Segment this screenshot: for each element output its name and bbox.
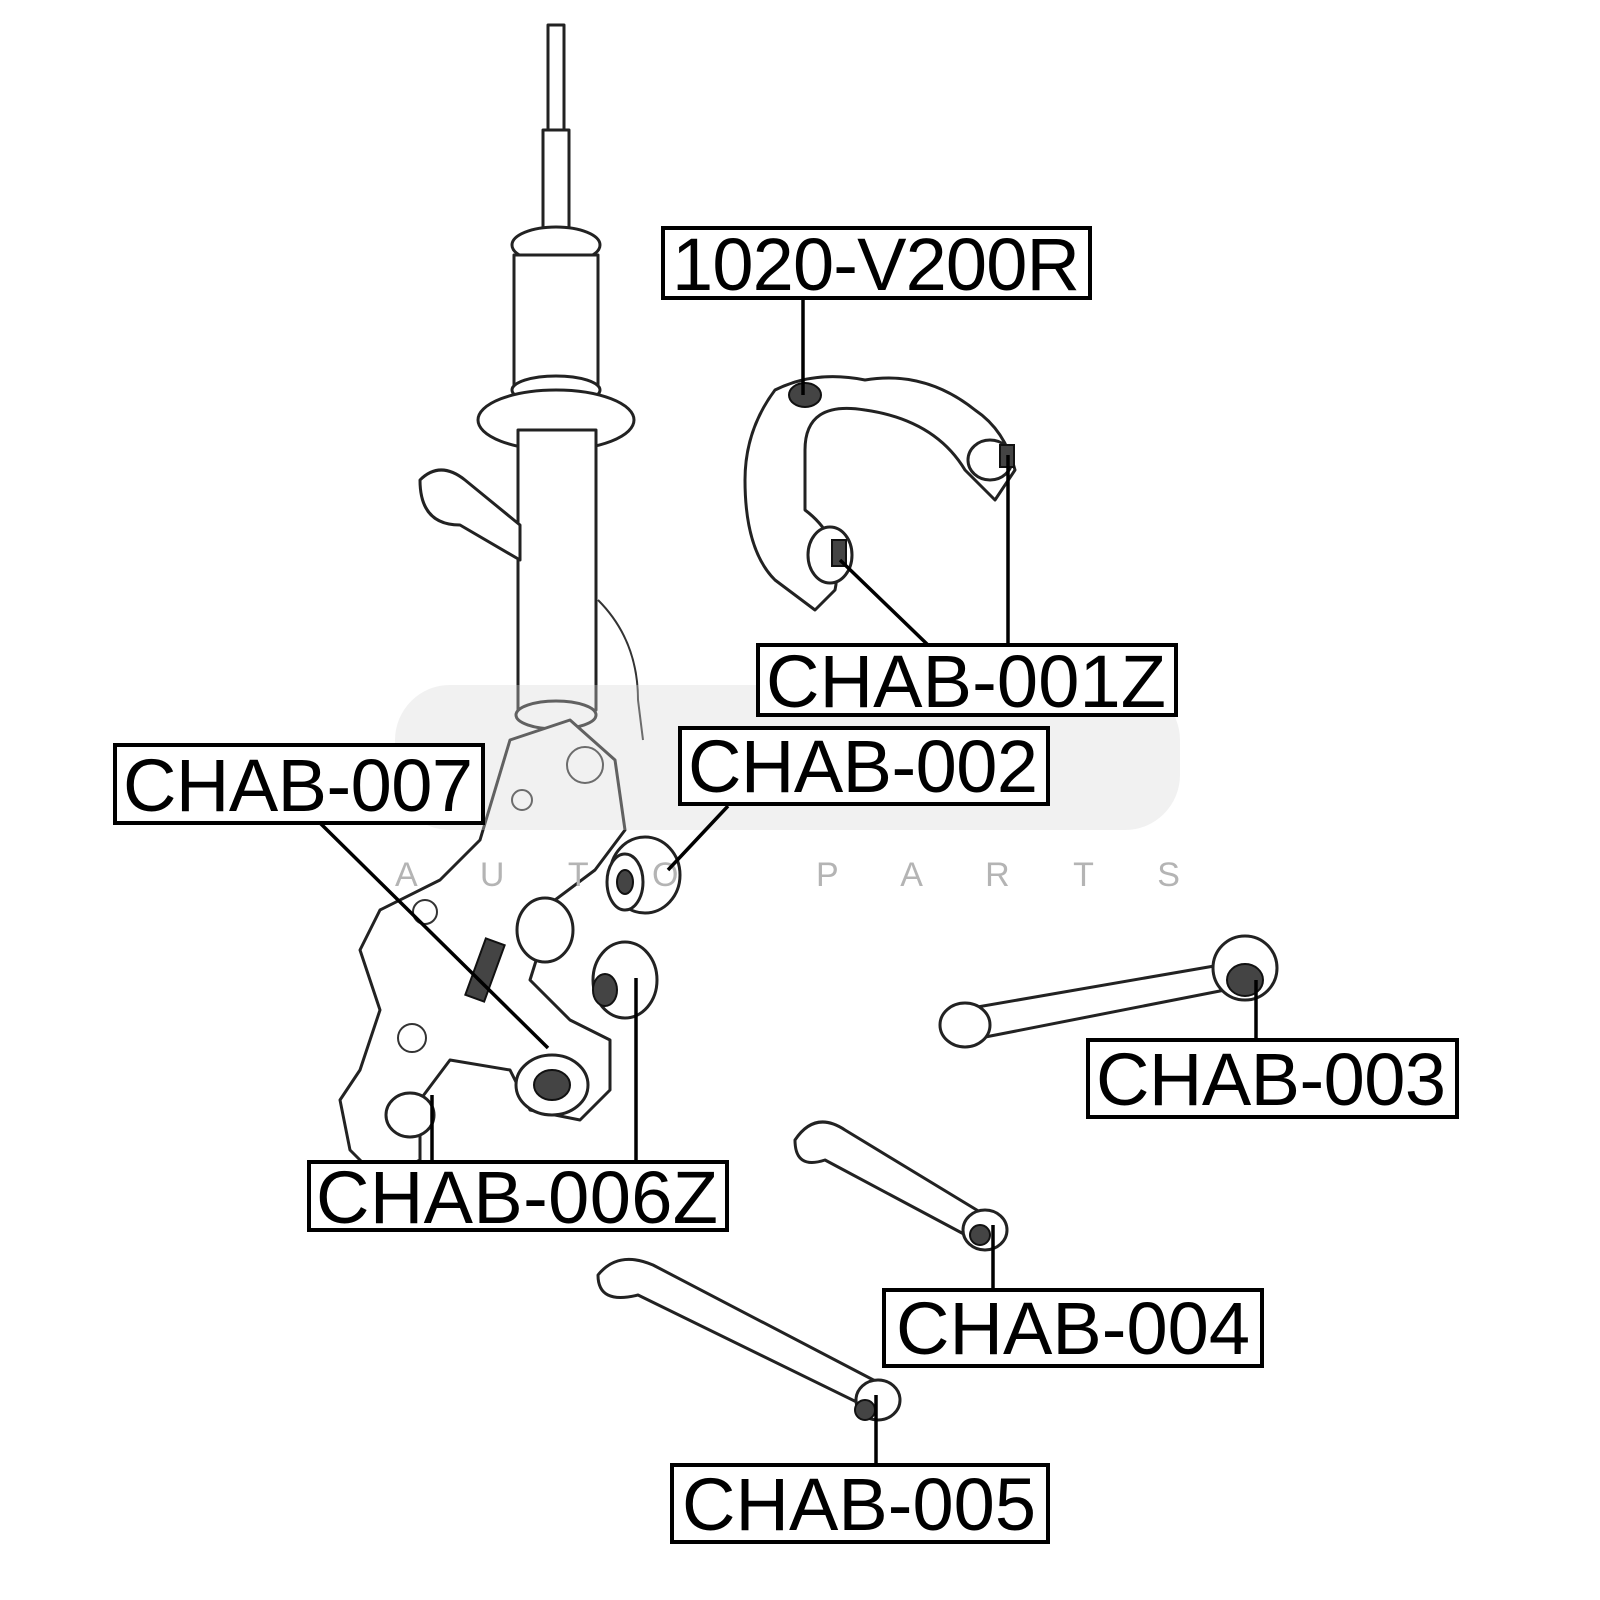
trailing-link-chab-003-part <box>938 934 1279 1049</box>
lateral-link-chab-005-part <box>596 1257 902 1422</box>
label-text: CHAB-003 <box>1096 1038 1446 1121</box>
label-text: 1020-V200R <box>672 223 1080 306</box>
label-chab-003: CHAB-003 <box>1086 1038 1459 1121</box>
leader-lines <box>318 298 1258 1465</box>
label-text: CHAB-002 <box>688 725 1038 808</box>
shock-absorber-strut <box>418 23 644 741</box>
label-chab-005: CHAB-005 <box>670 1463 1050 1546</box>
bushing-chab-002-part <box>605 835 682 915</box>
label-chab-007: CHAB-007 <box>113 743 485 827</box>
label-chab-002: CHAB-002 <box>678 725 1050 808</box>
label-text: CHAB-007 <box>123 744 473 827</box>
label-text: CHAB-006Z <box>316 1156 718 1239</box>
label-chab-006z: CHAB-006Z <box>307 1156 729 1239</box>
rear-knuckle <box>338 718 659 1182</box>
label-text: CHAB-001Z <box>766 640 1166 723</box>
label-text: CHAB-005 <box>682 1463 1036 1546</box>
lateral-link-chab-004-part <box>793 1120 1009 1252</box>
label-1020-v200r: 1020-V200R <box>661 223 1092 306</box>
label-text: CHAB-004 <box>896 1287 1250 1370</box>
label-chab-001z: CHAB-001Z <box>756 640 1178 723</box>
upper-control-arm <box>743 375 1017 612</box>
label-chab-004: CHAB-004 <box>882 1287 1264 1370</box>
